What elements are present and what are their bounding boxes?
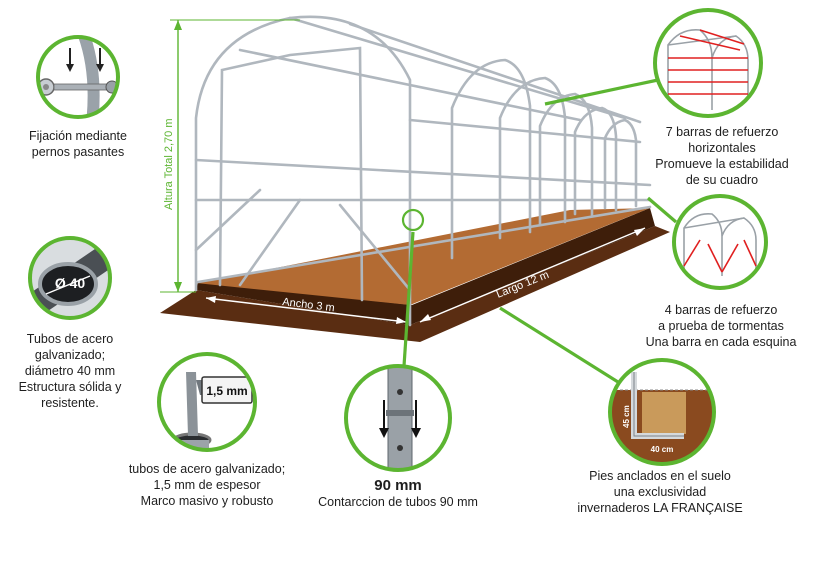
tube-section-icon — [38, 262, 98, 306]
tube-caption: Tubos de acero galvanizado; diámetro 40 … — [18, 332, 122, 410]
greenhouse-frame-icon — [683, 212, 757, 276]
storm-bars-caption: 4 barras de refuerzo a prueba de torment… — [645, 303, 797, 349]
soil-base — [160, 208, 670, 342]
tube-callout: Ø 40 — [28, 236, 112, 320]
storm-bars-callout — [672, 194, 768, 290]
thickness-callout: 1,5 mm — [157, 352, 257, 452]
anchor-width-label: 40 cm — [651, 445, 674, 454]
connector-callout — [344, 364, 452, 472]
anchor-height-label: 45 cm — [622, 405, 631, 428]
bolt-callout — [36, 35, 120, 119]
greenhouse-frame-icon — [667, 28, 749, 110]
anchor-callout: 45 cm 40 cm — [608, 358, 716, 466]
connector-highlight — [401, 208, 425, 232]
leader-lines — [402, 78, 678, 384]
horizontal-bars-caption: 7 barras de refuerzo horizontales Promue… — [655, 125, 789, 187]
greenhouse-frame — [194, 15, 652, 327]
connector-caption: 90 mm Contarccion de tubos 90 mm — [298, 478, 498, 510]
tube-diameter-badge: Ø 40 — [55, 275, 86, 291]
thickness-badge: 1,5 mm — [206, 384, 247, 398]
height-dimension: Altura Total 2,70 m — [160, 19, 300, 293]
height-label: Altura Total 2,70 m — [163, 118, 175, 210]
tube-connector-icon — [387, 366, 413, 470]
caliper-icon — [186, 372, 198, 436]
thickness-caption: tubos de acero galvanizado; 1,5 mm de es… — [128, 462, 286, 508]
anchor-caption: Pies anclados en el suelo una exclusivid… — [577, 469, 743, 515]
bolt-caption: Fijación mediante pernos pasantes — [29, 129, 127, 159]
horizontal-bars-callout — [653, 8, 763, 118]
connector-title: 90 mm — [374, 477, 422, 494]
